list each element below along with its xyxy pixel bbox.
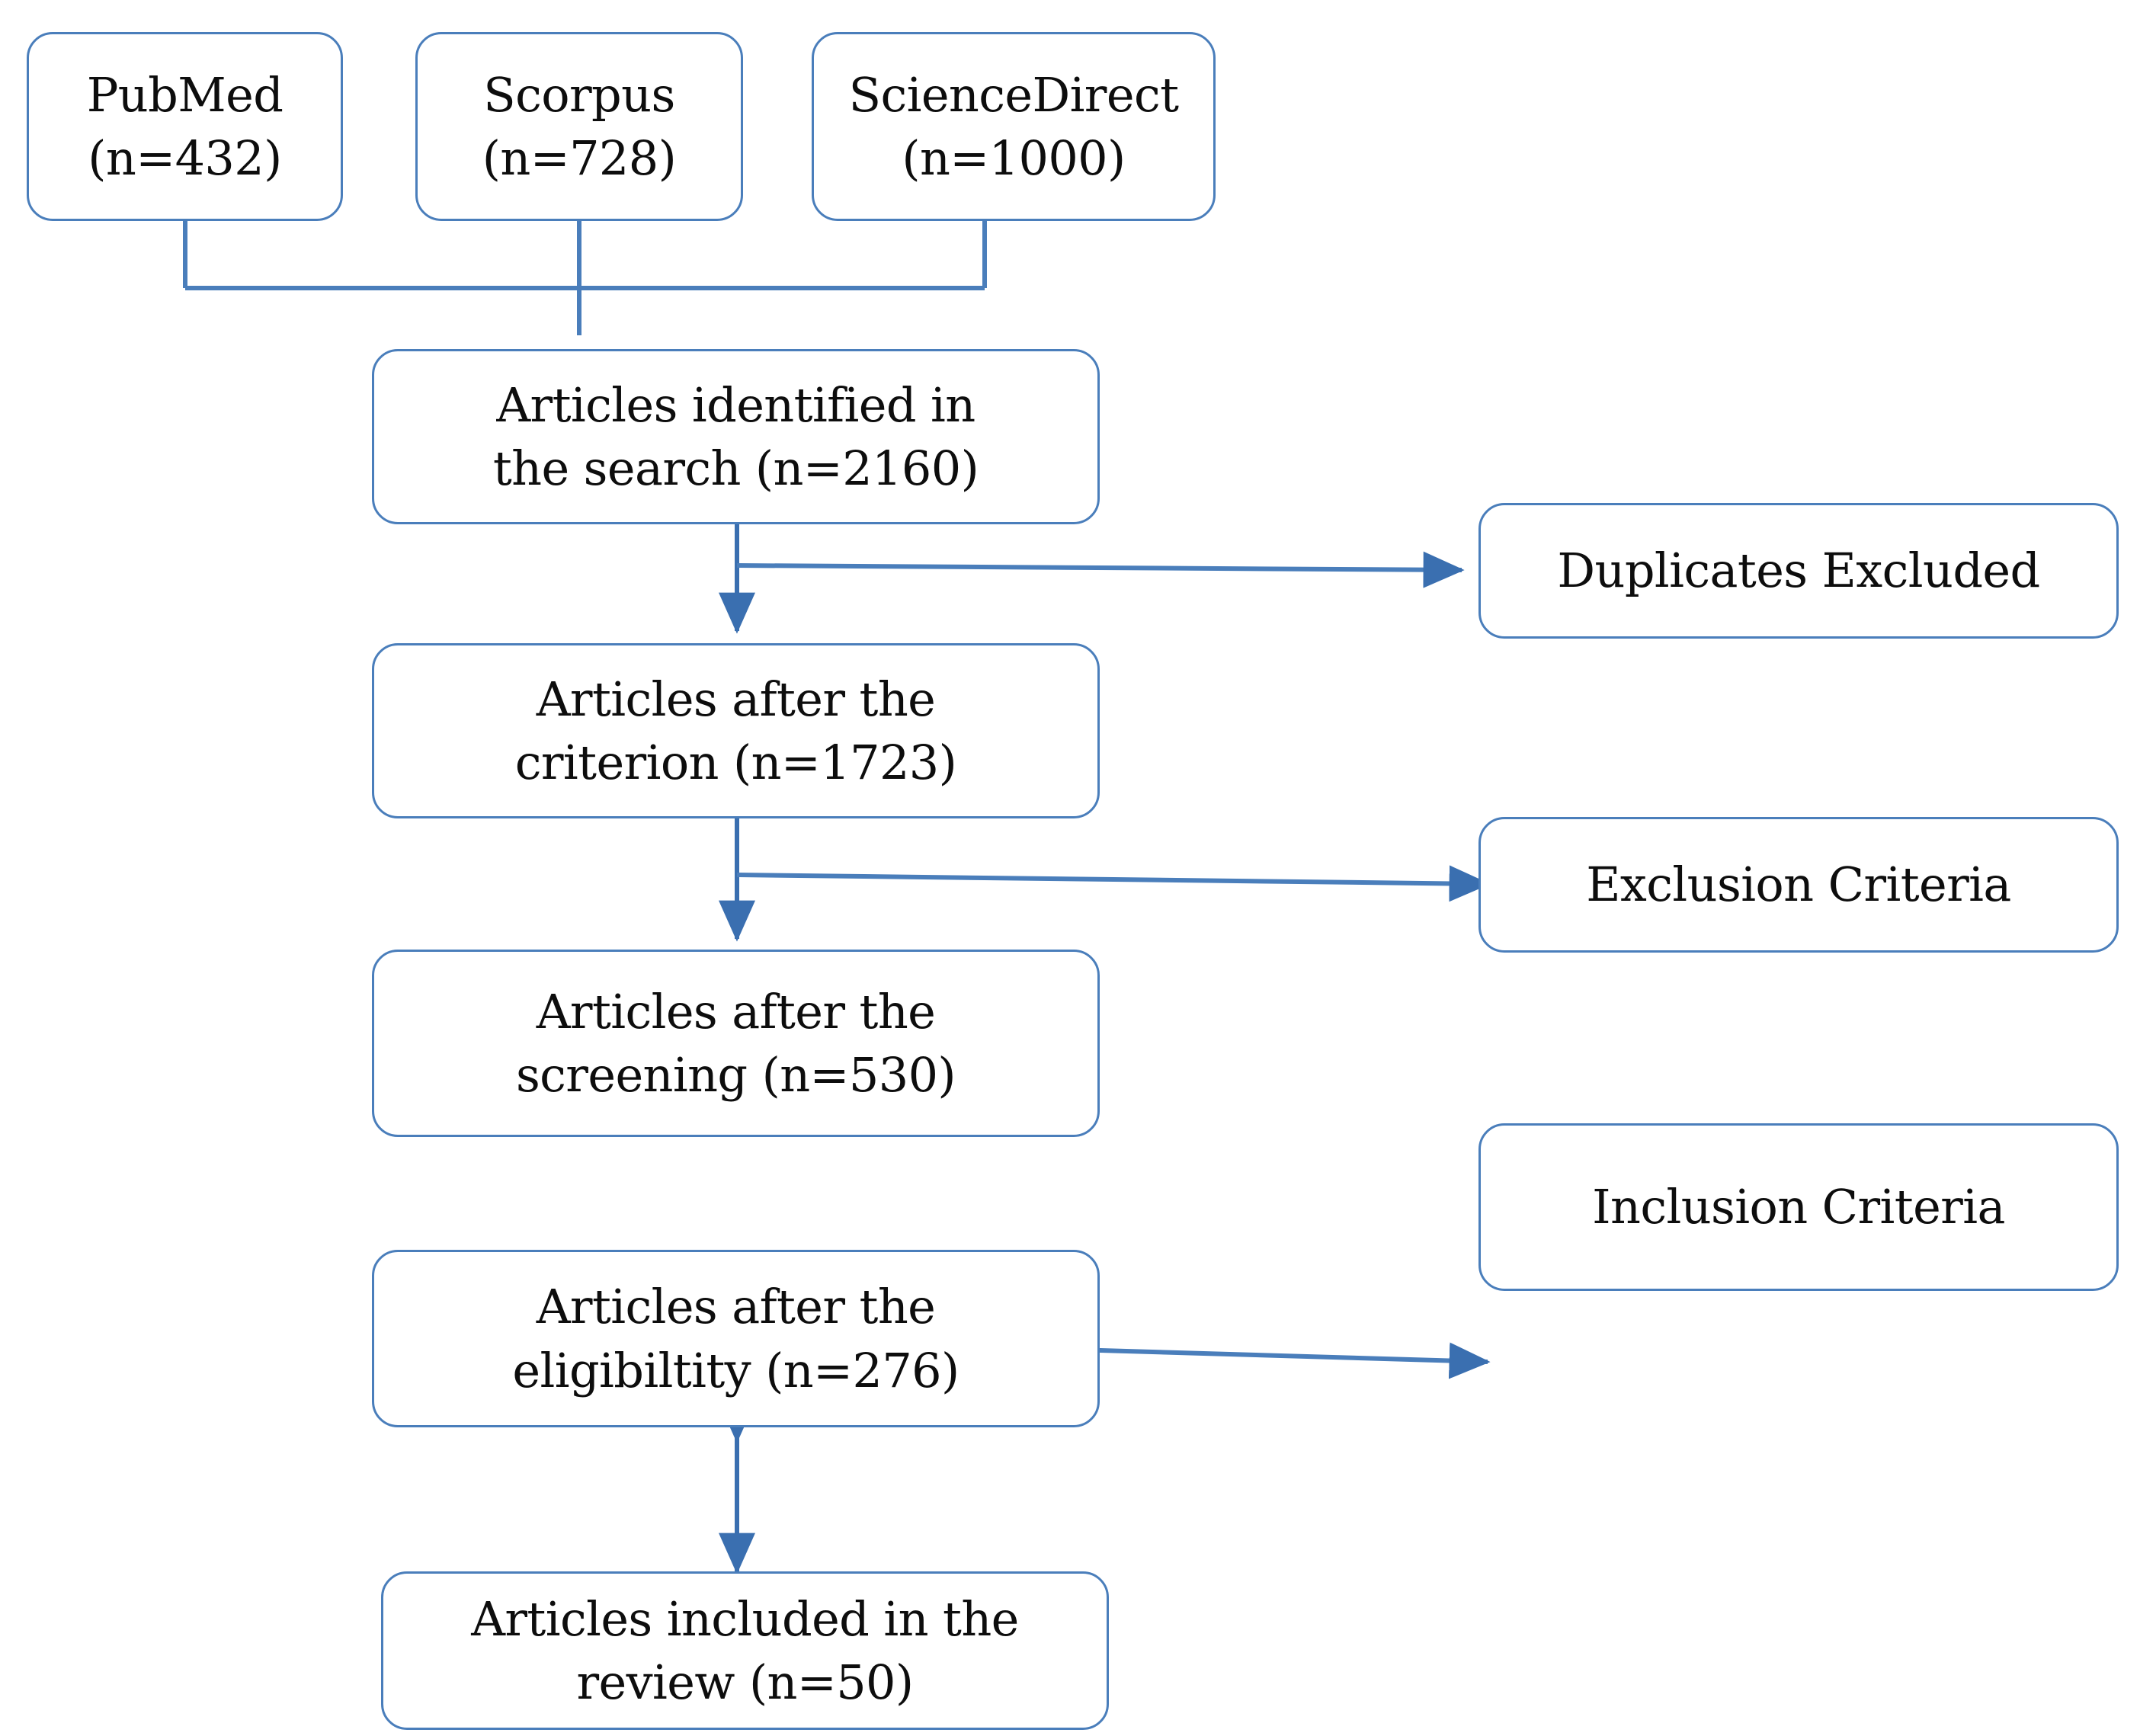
stage-box-screening-label: Articles after the screening (n=530) (515, 983, 956, 1103)
stage-box-included-label: Articles included in the review (n=50) (471, 1590, 1019, 1710)
stage-box-criterion-label: Articles after the criterion (n=1723) (514, 671, 957, 790)
stage-box-eligibility-label: Articles after the eligibiltity (n=276) (512, 1279, 959, 1398)
side-box-duplicates-excluded-label: Duplicates Excluded (1557, 543, 2040, 599)
stage-box-criterion[interactable]: Articles after the criterion (n=1723) (372, 643, 1100, 818)
connector-sources-merge (183, 221, 987, 335)
connector-criterion-to-exclusion (736, 865, 1491, 902)
side-box-duplicates-excluded[interactable]: Duplicates Excluded (1478, 503, 2119, 639)
connector-identified-to-duplicates (736, 551, 1465, 588)
stage-box-included[interactable]: Articles included in the review (n=50) (381, 1571, 1109, 1730)
stage-box-eligibility[interactable]: Articles after the eligibiltity (n=276) (372, 1250, 1100, 1427)
stage-box-identified-label: Articles identified in the search (n=216… (492, 376, 979, 496)
stage-box-identified[interactable]: Articles identified in the search (n=216… (372, 349, 1100, 524)
stage-box-screening[interactable]: Articles after the screening (n=530) (372, 950, 1100, 1137)
source-box-scorpus-label: Scorpus (n=728) (482, 66, 677, 186)
side-box-exclusion-criteria[interactable]: Exclusion Criteria (1478, 817, 2119, 953)
source-box-sciencedirect-label: ScienceDirect (n=1000) (848, 66, 1179, 186)
side-box-exclusion-criteria-label: Exclusion Criteria (1586, 857, 2011, 913)
source-box-sciencedirect[interactable]: ScienceDirect (n=1000) (812, 32, 1216, 221)
side-box-inclusion-criteria[interactable]: Inclusion Criteria (1478, 1123, 2119, 1291)
source-box-pubmed-label: PubMed (n=432) (86, 66, 284, 186)
source-box-pubmed[interactable]: PubMed (n=432) (27, 32, 343, 221)
source-box-scorpus[interactable]: Scorpus (n=728) (415, 32, 743, 221)
side-box-inclusion-criteria-label: Inclusion Criteria (1592, 1179, 2005, 1235)
